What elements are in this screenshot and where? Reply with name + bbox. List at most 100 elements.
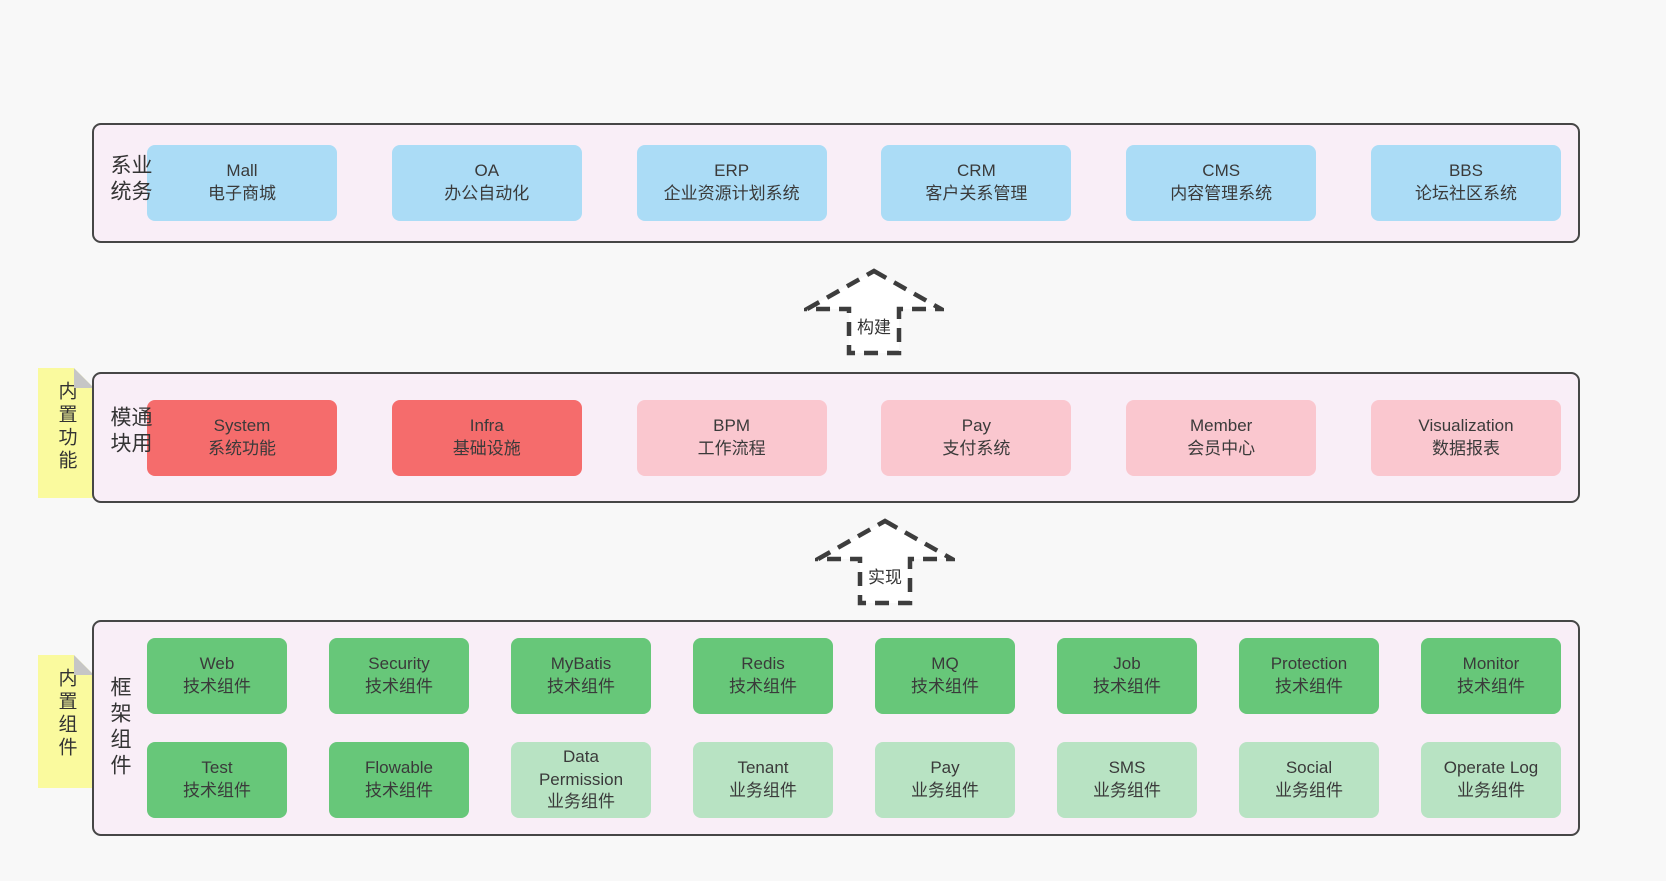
box-title: MyBatis [550,654,612,674]
box-subtitle: 系统功能 [208,438,276,458]
folded-corner-icon [74,655,94,675]
box-subtitle: 电子商城 [208,184,276,203]
box-data-permission: Data Permission 业务组件 [511,742,651,818]
layer-label-business-systems: 业务系统 [108,154,152,206]
box-sms: SMS 业务组件 [1057,742,1197,818]
box-title: Mall [226,161,258,181]
box-bpm: BPM 工作流程 [636,399,827,476]
box-social: Social 业务组件 [1239,742,1379,818]
components-box-row-1: Web 技术组件 Security 技术组件 MyBatis 技术组件 Redi… [147,638,1561,714]
box-subtitle: 技术组件 [911,677,979,696]
box-web: Web 技术组件 [147,638,287,714]
box-title: BPM [713,415,751,435]
box-oa: OA 办公自动化 [391,145,582,221]
box-subtitle: 企业资源计划系统 [663,184,800,203]
box-subtitle: 论坛社区系统 [1414,184,1517,203]
box-subtitle: 业务组件 [547,792,615,812]
box-subtitle: 办公自动化 [444,184,530,203]
folded-corner-icon [74,368,94,388]
box-operate-log: Operate Log 业务组件 [1421,742,1561,818]
box-title: CMS [1202,161,1241,181]
box-title: Visualization [1418,415,1514,435]
box-title: Redis [741,654,785,674]
box-subtitle: 技术组件 [1275,677,1343,696]
box-tenant: Tenant 业务组件 [693,742,833,818]
box-subtitle: 会员中心 [1187,438,1256,458]
box-mall: Mall 电子商城 [147,145,337,221]
box-monitor: Monitor 技术组件 [1421,638,1561,714]
box-job: Job 技术组件 [1057,638,1197,714]
box-title: Monitor [1462,654,1520,674]
box-subtitle: 基础设施 [452,438,521,458]
box-pay-component: Pay 业务组件 [875,742,1015,818]
box-title: Operate Log [1443,758,1539,778]
box-title: Protection [1270,654,1348,674]
box-security: Security 技术组件 [329,638,469,714]
box-title: Test [201,758,233,778]
layer-business-systems: 业务系统 Mall 电子商城 OA 办公自动化 ERP 企业资源计划系统 CRM… [92,123,1580,243]
box-flowable: Flowable 技术组件 [329,742,469,818]
box-title: BBS [1448,161,1483,181]
arrow-up-icon [804,268,944,356]
layer-common-modules: 通用模块 System 系统功能 Infra 基础设施 BPM 工作流程 Pay… [92,372,1580,503]
box-cms: CMS 内容管理系统 [1126,145,1317,221]
box-subtitle: 工作流程 [697,438,766,458]
modules-box-row: System 系统功能 Infra 基础设施 BPM 工作流程 Pay 支付系统… [147,399,1561,476]
box-bbs: BBS 论坛社区系统 [1370,145,1561,221]
note-built-in-components: 内置组件 [38,655,94,788]
arrow-label: 构建 [857,318,891,337]
box-title: ERP [714,161,750,181]
components-box-row-2: Test 技术组件 Flowable 技术组件 Data Permission … [147,742,1561,818]
note-built-in-features: 内置功能 [38,368,94,498]
box-title: MQ [931,654,959,674]
box-subtitle: 技术组件 [183,781,251,800]
box-subtitle: 数据报表 [1431,438,1500,458]
box-crm: CRM 客户关系管理 [881,145,1072,221]
box-title: SMS [1108,758,1146,778]
box-subtitle: 技术组件 [547,677,615,696]
note-text: 内置功能 [55,381,77,473]
box-subtitle: 客户关系管理 [925,184,1028,203]
box-title: CRM [957,161,996,181]
box-subtitle: 业务组件 [911,781,979,800]
box-subtitle: 技术组件 [365,781,433,800]
box-title: Infra [469,415,504,435]
box-subtitle: 支付系统 [942,438,1011,458]
box-protection: Protection 技术组件 [1239,638,1379,714]
box-title: Security [368,654,430,674]
box-title: Data Permission [538,746,624,789]
implement-arrow: 实现 [815,518,955,606]
box-title: System [213,415,271,435]
arrow-up-icon [815,518,955,606]
business-box-row: Mall 电子商城 OA 办公自动化 ERP 企业资源计划系统 CRM 客户关系… [147,145,1561,221]
box-subtitle: 技术组件 [1093,677,1161,696]
layer-label-common-modules: 通用模块 [108,405,152,458]
box-subtitle: 业务组件 [1457,781,1525,800]
box-test: Test 技术组件 [147,742,287,818]
box-title: Tenant [737,758,789,778]
box-subtitle: 技术组件 [729,677,797,696]
box-title: Flowable [364,758,434,778]
note-text: 内置组件 [55,668,77,760]
box-subtitle: 内容管理系统 [1170,184,1273,203]
build-arrow: 构建 [804,268,944,356]
box-title: Web [199,654,235,674]
box-pay: Pay 支付系统 [881,399,1072,476]
box-visualization: Visualization 数据报表 [1370,399,1561,476]
box-mybatis: MyBatis 技术组件 [511,638,651,714]
box-subtitle: 技术组件 [365,677,433,696]
box-title: Member [1190,415,1253,435]
box-system: System 系统功能 [147,399,337,476]
box-redis: Redis 技术组件 [693,638,833,714]
box-title: Social [1285,758,1333,778]
box-member: Member 会员中心 [1126,399,1317,476]
box-erp: ERP 企业资源计划系统 [636,145,827,221]
box-subtitle: 业务组件 [1275,781,1343,800]
box-subtitle: 技术组件 [183,677,251,696]
box-mq: MQ 技术组件 [875,638,1015,714]
box-subtitle: 业务组件 [1093,781,1161,800]
box-infra: Infra 基础设施 [391,399,582,476]
layer-label-framework-components: 框架组件 [108,676,131,780]
box-subtitle: 业务组件 [729,781,797,800]
